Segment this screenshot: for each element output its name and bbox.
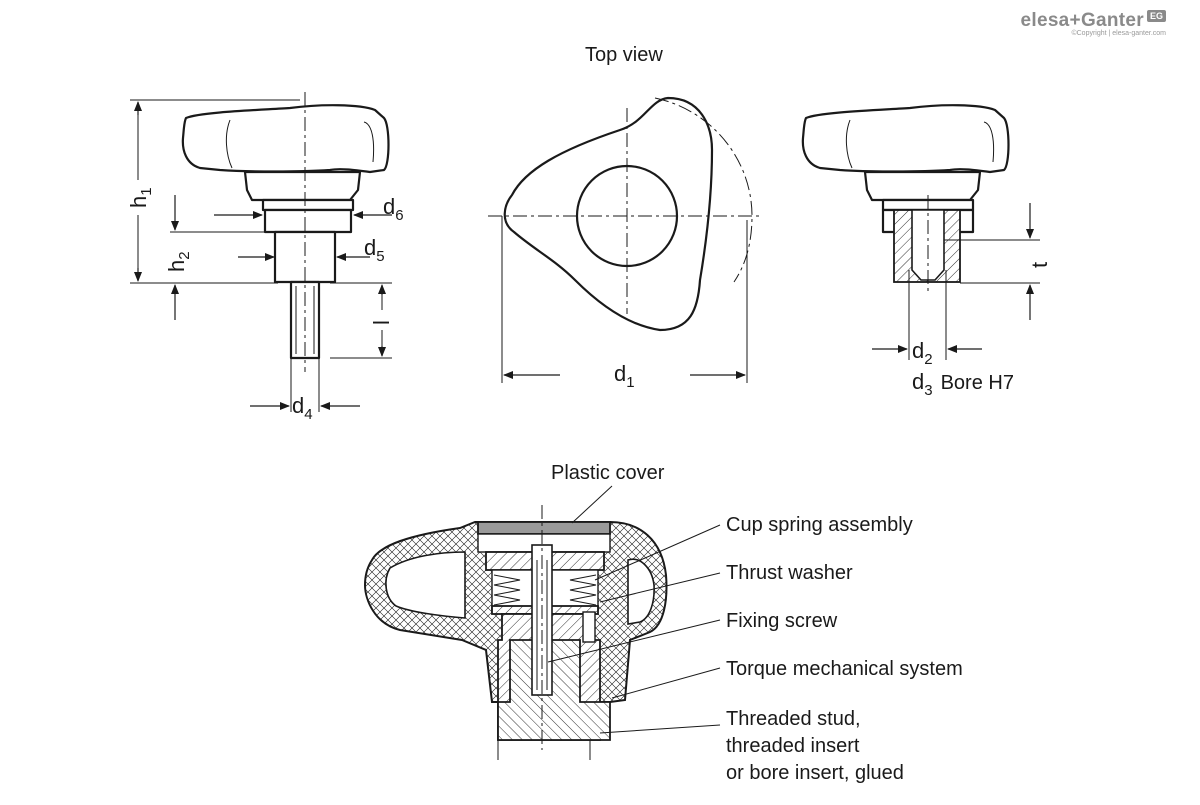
label-threaded-stud-line1: Threaded stud, bbox=[726, 708, 861, 730]
brand-name: elesa+Ganter bbox=[1020, 10, 1144, 31]
dim-t: t bbox=[1027, 262, 1052, 268]
dim-d5: d5 bbox=[364, 235, 385, 265]
brand-copyright: ©Copyright | elesa-ganter.com bbox=[1071, 30, 1166, 37]
top-view-title: Top view bbox=[585, 44, 663, 66]
label-plastic-cover: Plastic cover bbox=[551, 462, 665, 484]
dim-d1: d1 bbox=[614, 361, 635, 391]
label-threaded-stud-line2: threaded insert bbox=[726, 735, 860, 757]
section-view bbox=[363, 505, 668, 760]
label-fixing-screw: Fixing screw bbox=[726, 610, 838, 632]
label-threaded-stud-line3: or bore insert, glued bbox=[726, 762, 904, 784]
svg-text:h2: h2 bbox=[164, 251, 193, 272]
dim-d6: d6 bbox=[383, 194, 404, 224]
svg-text:l: l bbox=[369, 320, 394, 325]
dim-d2: d2 bbox=[912, 338, 933, 368]
dim-h2: h2 bbox=[164, 251, 193, 272]
dim-l: l bbox=[369, 320, 394, 325]
svg-text:t: t bbox=[1027, 262, 1052, 268]
label-thrust-washer: Thrust washer bbox=[726, 562, 853, 584]
svg-text:h1: h1 bbox=[126, 187, 155, 208]
brand-badge: EG bbox=[1146, 10, 1166, 22]
label-cup-spring-assembly: Cup spring assembly bbox=[726, 514, 913, 536]
label-torque-mechanical-system: Torque mechanical system bbox=[726, 658, 963, 680]
dim-h1: h1 bbox=[126, 187, 155, 208]
top-view bbox=[488, 96, 760, 383]
dim-d4: d4 bbox=[292, 393, 313, 423]
side-view-bore bbox=[801, 104, 1040, 360]
side-view-stud bbox=[130, 92, 392, 412]
section-leaders bbox=[547, 485, 721, 734]
